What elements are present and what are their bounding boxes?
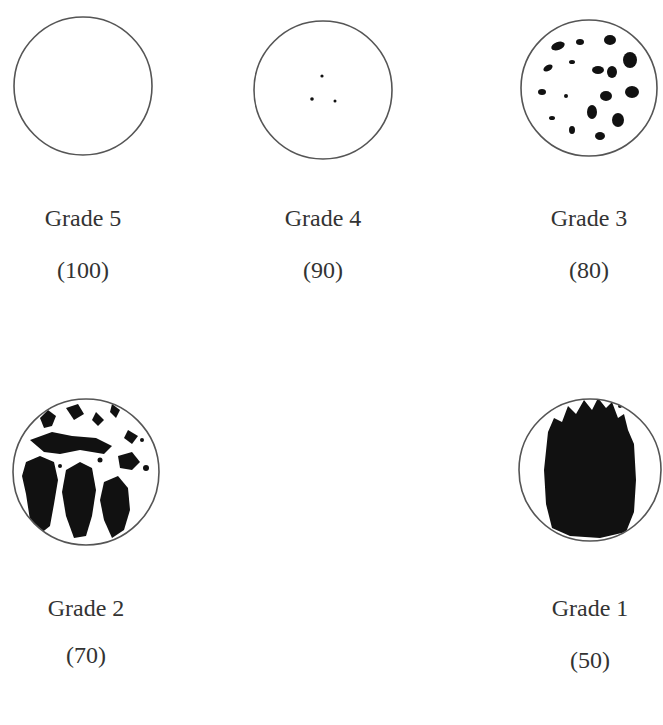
grade-label: Grade 4: [233, 204, 413, 232]
grade-circle: Grade 1(50): [518, 398, 662, 680]
stain-spots: [538, 35, 639, 140]
circle-outline: [520, 19, 658, 157]
score-label: (70): [0, 641, 180, 669]
score-label: (100): [0, 256, 173, 284]
score-label: (50): [498, 646, 663, 674]
circle-outline: [14, 17, 152, 155]
circle-outline: [253, 20, 393, 160]
circle-outline: [518, 398, 662, 542]
grade-circle: Grade 4(90): [253, 20, 393, 290]
stain-specks: [310, 74, 336, 102]
grade-circle: Grade 2(70): [12, 398, 160, 675]
grade-circle: Grade 3(80): [520, 19, 658, 290]
grade-circle: Grade 5(100): [13, 16, 153, 290]
grade-label: Grade 2: [0, 594, 180, 622]
score-label: (80): [500, 256, 663, 284]
grade-label: Grade 1: [498, 594, 663, 622]
circle-outline: [13, 16, 153, 156]
circle-outline: [254, 21, 392, 159]
circle-outline: [13, 399, 159, 545]
stain-mass: [22, 404, 149, 538]
circle-outline: [519, 399, 661, 541]
score-label: (90): [233, 256, 413, 284]
grade-label: Grade 5: [0, 204, 173, 232]
circle-outline: [12, 398, 160, 546]
circle-outline: [521, 20, 657, 156]
grade-label: Grade 3: [500, 204, 663, 232]
stain-mass: [544, 392, 636, 538]
